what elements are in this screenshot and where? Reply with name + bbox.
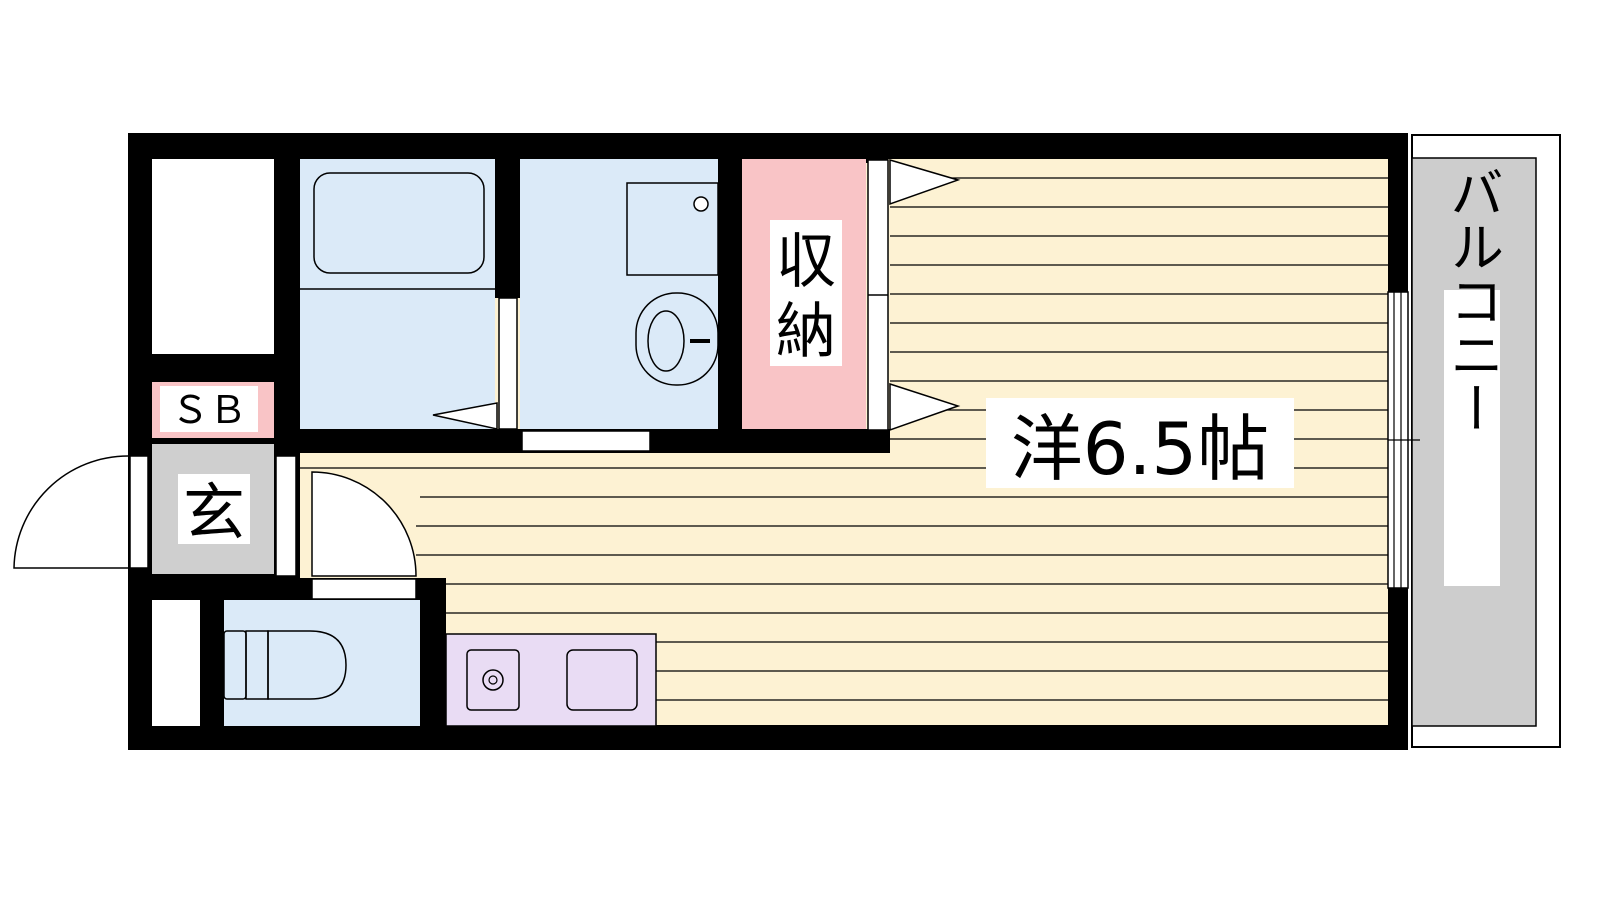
storage-label: 収 納 [770,220,842,367]
balcony-label: バルコニー [1441,165,1504,435]
room-label: 洋6.5帖 [1011,407,1270,491]
washroom [520,159,719,429]
entrance-door-swing [13,455,129,569]
entrance-label-box: 玄 [178,474,250,549]
inner-door-frame [275,455,297,577]
balcony-window [1387,291,1420,589]
drain-icon [693,196,709,212]
floor-board-lines [300,177,1388,701]
storage-label-bottom: 納 [776,297,836,367]
balcony-label-box: バルコニー [1441,165,1504,586]
storage-label-top: 収 [776,227,836,297]
bathroom [300,159,498,430]
bathroom-door [432,402,498,430]
storage-cell-bottom-left [152,600,200,726]
entrance-door-frame [129,455,149,569]
bathroom-door-frame [498,297,518,430]
bathtub-icon [313,172,485,274]
balcony [1411,134,1561,748]
kitchen-counter [445,633,657,727]
washroom-door-opening [521,430,651,452]
kitchen-sink-icon [566,649,638,711]
toilet-floor [224,600,420,726]
bathroom-floor [300,159,495,429]
shoe-box-label-box: ＳＢ [160,386,258,432]
room-label-box: 洋6.5帖 [986,398,1294,491]
room-door-swing [311,471,417,577]
toilet-door-frame [311,578,417,600]
shoe-box-label: ＳＢ [171,388,247,432]
toilet-room [223,600,420,726]
stove-burner-icon [466,649,520,711]
storage-doors [867,158,961,432]
toilet-icon [223,630,347,700]
closet-left [152,159,274,354]
entrance-label: 玄 [183,476,245,549]
interior-walls [128,133,890,750]
